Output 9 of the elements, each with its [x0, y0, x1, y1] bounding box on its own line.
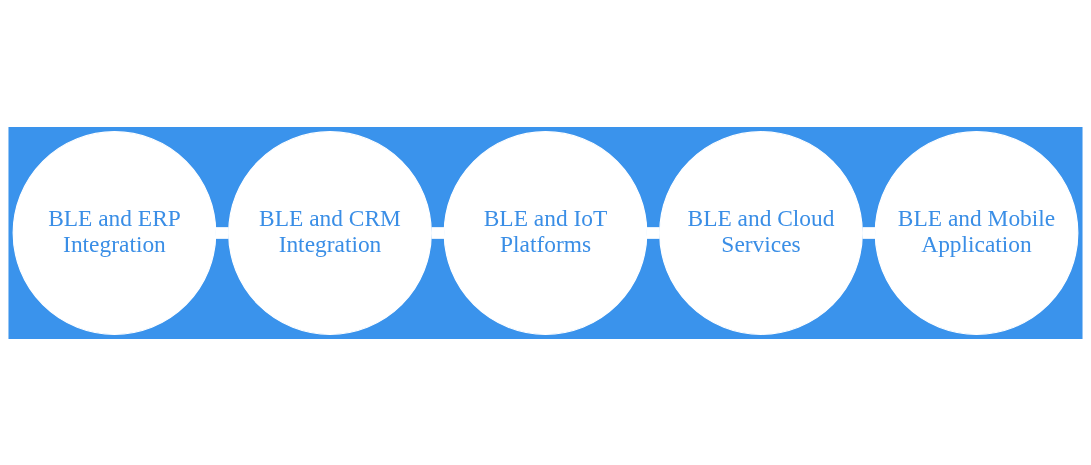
node-circle: BLE and CRM Integration [228, 130, 432, 335]
connector [431, 226, 445, 239]
connector [862, 226, 876, 239]
node-circle: BLE and ERP Integration [12, 130, 217, 335]
node-circle: BLE and Cloud Services [659, 130, 863, 335]
connector [216, 226, 229, 239]
connector [647, 226, 660, 239]
node-circle: BLE and IoT Platforms [443, 130, 648, 335]
node-circle: BLE and Mobile Application [874, 130, 1079, 335]
